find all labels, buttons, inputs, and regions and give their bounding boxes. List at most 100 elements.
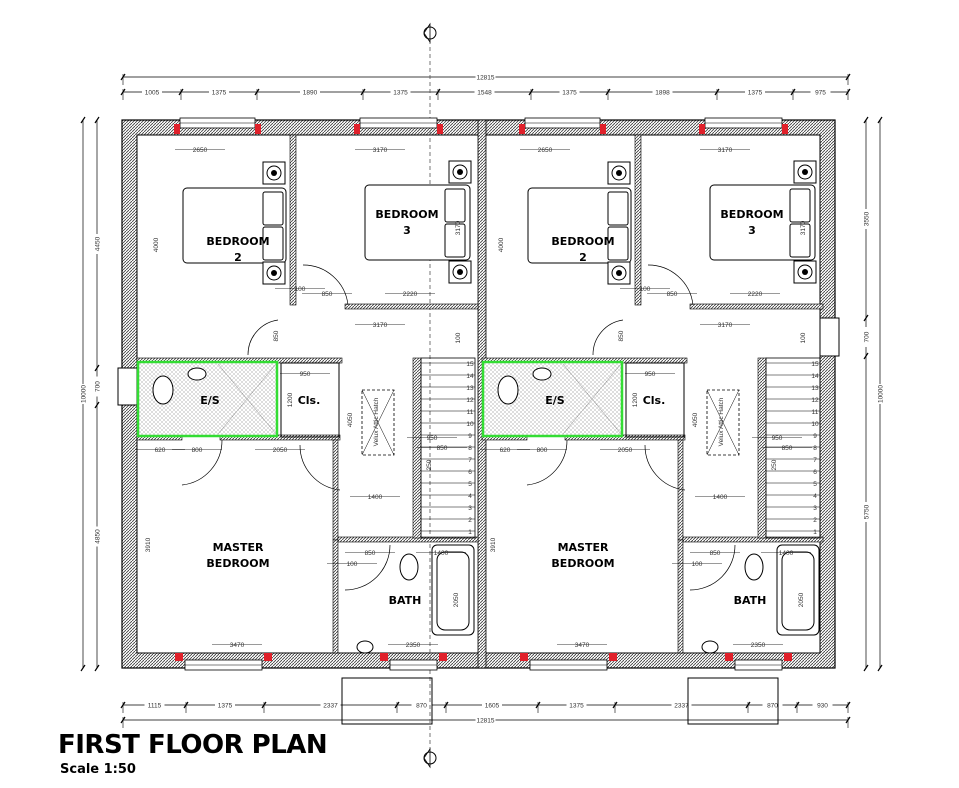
- interior-dimension: 850: [618, 330, 625, 341]
- shower-tray: [217, 363, 277, 435]
- pillow-icon: [789, 223, 811, 258]
- lamp-icon: [797, 264, 813, 280]
- label-bg: [862, 209, 869, 229]
- room-label-bedroom2: 2: [579, 251, 587, 264]
- interior-dimension: 100: [692, 561, 703, 568]
- window-reveal: [725, 653, 733, 661]
- door-swing: [181, 439, 223, 486]
- door-swing: [299, 444, 341, 491]
- top-segment-dimension-label: 1890: [303, 90, 318, 97]
- interior-dimension: 3910: [490, 537, 497, 552]
- window-reveal: [439, 653, 447, 661]
- interior-dimension: 850: [667, 291, 678, 298]
- window-reveal: [519, 124, 525, 134]
- room-label-master: MASTER: [558, 541, 609, 554]
- lamp-icon: [616, 270, 622, 276]
- interior-dimension: 620: [155, 447, 166, 454]
- section-marker-top: [423, 22, 437, 44]
- interior-dimension: 2050: [798, 592, 805, 607]
- door-swing: [647, 264, 694, 306]
- interior-dimension: 850: [322, 291, 333, 298]
- wall-master-bath: [677, 539, 684, 654]
- lamp-icon: [266, 265, 282, 281]
- stair-wall: [412, 357, 422, 539]
- label-bg: [93, 234, 100, 254]
- stair-number: 8: [468, 445, 472, 452]
- lamp-icon: [457, 169, 463, 175]
- interior-dimension: 850: [710, 550, 721, 557]
- wall-master-landing: [332, 439, 339, 541]
- top-segment-dimension-label: 1375: [748, 90, 763, 97]
- attic-hatch-cross: [706, 389, 740, 456]
- stair-number: 10: [811, 421, 819, 428]
- room-label-bath: BATH: [389, 594, 422, 607]
- interior-dimension: 850: [365, 550, 376, 557]
- drawing-scale: Scale 1:50: [60, 762, 136, 777]
- window-reveal: [380, 653, 388, 661]
- stair-wall: [757, 357, 767, 539]
- wall-master-bath: [332, 539, 339, 654]
- room-label-bedroom3: 3: [403, 224, 411, 237]
- interior-dimension: 850: [782, 445, 793, 452]
- label-bg: [142, 88, 162, 95]
- room-label-bedroom2: 2: [234, 251, 242, 264]
- top-segment-dimension-label: 1375: [393, 90, 408, 97]
- bottom-segment-dimension-label: 2337: [323, 703, 338, 710]
- interior-dimension: 2050: [273, 447, 288, 454]
- label-bg: [474, 88, 495, 95]
- room-label-bedroom3: BEDROOM: [375, 208, 438, 221]
- label-bg: [862, 327, 869, 347]
- stair-number: 2: [813, 517, 817, 524]
- ensuite-floor: [136, 360, 279, 438]
- interior-dimension: 4000: [498, 237, 505, 252]
- interior-dimension: 4050: [692, 412, 699, 427]
- room-label-master: MASTER: [213, 541, 264, 554]
- interior-dimension: 3170: [373, 147, 388, 154]
- label-bg: [93, 376, 100, 397]
- label-bg: [671, 701, 692, 708]
- dimension-tick: [863, 664, 869, 672]
- lamp-icon: [802, 169, 808, 175]
- interior-dimension: 950: [427, 435, 438, 442]
- label-bg: [745, 88, 765, 95]
- stair-number: 13: [811, 385, 819, 392]
- right-overall-dimension-label: 10000: [878, 385, 885, 403]
- dimension-tick: [94, 401, 100, 409]
- left-overall-dimension-label: 10000: [81, 385, 88, 403]
- stair-number: 4: [813, 493, 817, 500]
- label-bg: [559, 88, 580, 95]
- window-reveal: [784, 653, 792, 661]
- interior-dimension: 950: [300, 371, 311, 378]
- interior-dimension: 100: [640, 286, 651, 293]
- interior-dimension: 250: [771, 459, 778, 470]
- attic-hatch-cross: [361, 389, 395, 456]
- window-reveal: [520, 653, 528, 661]
- label-bg: [482, 701, 502, 708]
- bathtub-icon: [431, 544, 475, 636]
- bottom-overall-dimension-label: 12815: [476, 718, 494, 725]
- window-reveal: [175, 653, 183, 661]
- label-bg: [390, 88, 411, 95]
- stair-number: 2: [468, 517, 472, 524]
- lamp-icon: [611, 165, 627, 181]
- door-swing: [689, 544, 736, 591]
- right-segment-dimension-label: 5750: [864, 504, 871, 519]
- top-segment-dimension-label: 1375: [562, 90, 577, 97]
- stair-number: 7: [813, 457, 817, 464]
- window-reveal: [782, 124, 788, 134]
- basin-icon: [356, 640, 374, 654]
- label-bg: [215, 701, 235, 708]
- pillow-icon: [789, 188, 811, 223]
- wall-bed2-bed3: [289, 134, 297, 306]
- wall-bath-top: [682, 536, 824, 543]
- door-swing: [592, 319, 624, 356]
- label-bg: [566, 701, 587, 708]
- interior-dimension: 1400: [779, 550, 794, 557]
- pillow-icon: [607, 226, 629, 261]
- room-label-closet: Cls.: [298, 394, 321, 407]
- stair-number: 12: [466, 397, 474, 404]
- stair-number: 5: [813, 481, 817, 488]
- pillow-icon: [444, 188, 466, 223]
